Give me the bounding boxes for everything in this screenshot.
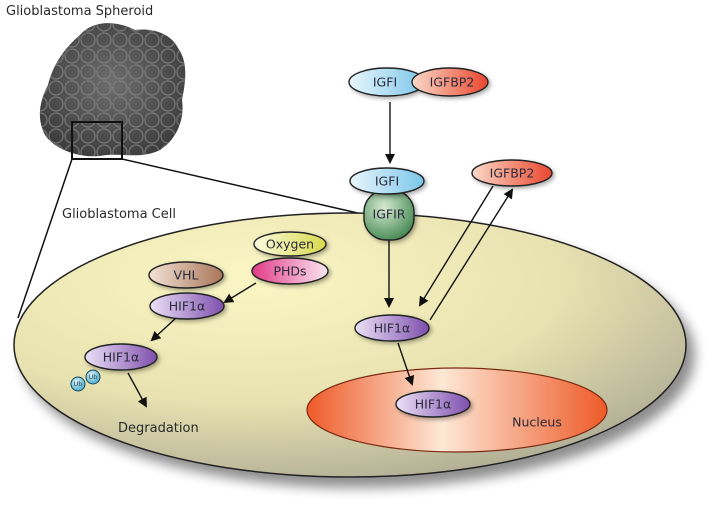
igf1r-label: IGFIR	[373, 207, 406, 222]
igfbp2-secreted-label: IGFBP2	[490, 166, 535, 181]
phds-label: PHDs	[273, 264, 306, 279]
spheroid-image	[39, 23, 186, 157]
hif1a-vhl-label: HIF1α	[169, 299, 205, 314]
spheroid-title: Glioblastoma Spheroid	[6, 4, 153, 19]
vhl-node	[148, 261, 224, 289]
cell-label: Glioblastoma Cell	[62, 207, 176, 222]
zoom-line-left	[17, 158, 73, 319]
arrow-igfbp2-to-hif1a	[418, 185, 494, 307]
igfbp2-secreted-node	[471, 159, 553, 187]
ub2-label: Ub	[74, 380, 83, 388]
zoom-box	[71, 121, 123, 160]
igf1-igfbp2-complex	[348, 67, 489, 97]
nucleus-label: Nucleus	[512, 415, 562, 430]
hif1a-cyto-label: HIF1α	[374, 321, 410, 336]
phds-node	[251, 257, 329, 285]
igf1-bound-node	[349, 167, 425, 195]
arrow-hif1a-to-igfbp2	[429, 188, 514, 321]
arrow-phds-to-hif1a	[223, 282, 257, 304]
arrow-to-degradation	[127, 372, 147, 408]
hif1a-ub-label: HIF1α	[103, 350, 139, 365]
igf1-free-label: IGFI	[373, 75, 397, 90]
hif1a-nucleus-label: HIF1α	[415, 397, 451, 412]
ubiquitin-icon	[85, 369, 101, 385]
igfbp2-complex-label: IGFBP2	[430, 75, 475, 90]
oxygen-node	[253, 231, 327, 257]
ubiquitin-icon	[70, 376, 86, 392]
igf1-bound-label: IGFI	[375, 174, 399, 189]
arrow-hif1a-to-ub	[150, 317, 177, 342]
vhl-label: VHL	[174, 268, 199, 283]
degradation-label: Degradation	[118, 421, 199, 436]
oxygen-label: Oxygen	[266, 237, 314, 252]
ub1-label: Ub	[89, 373, 98, 381]
hif1a-cyto-node	[354, 314, 430, 342]
hif1a-ub-node	[84, 343, 158, 371]
igfbp2-complex-node	[411, 67, 489, 97]
arrow-hif1a-to-nucleus	[397, 342, 415, 386]
zoom-line-right	[121, 158, 363, 215]
hif1a-nucleus-node	[395, 390, 471, 418]
hif1a-vhl-node	[149, 292, 225, 320]
